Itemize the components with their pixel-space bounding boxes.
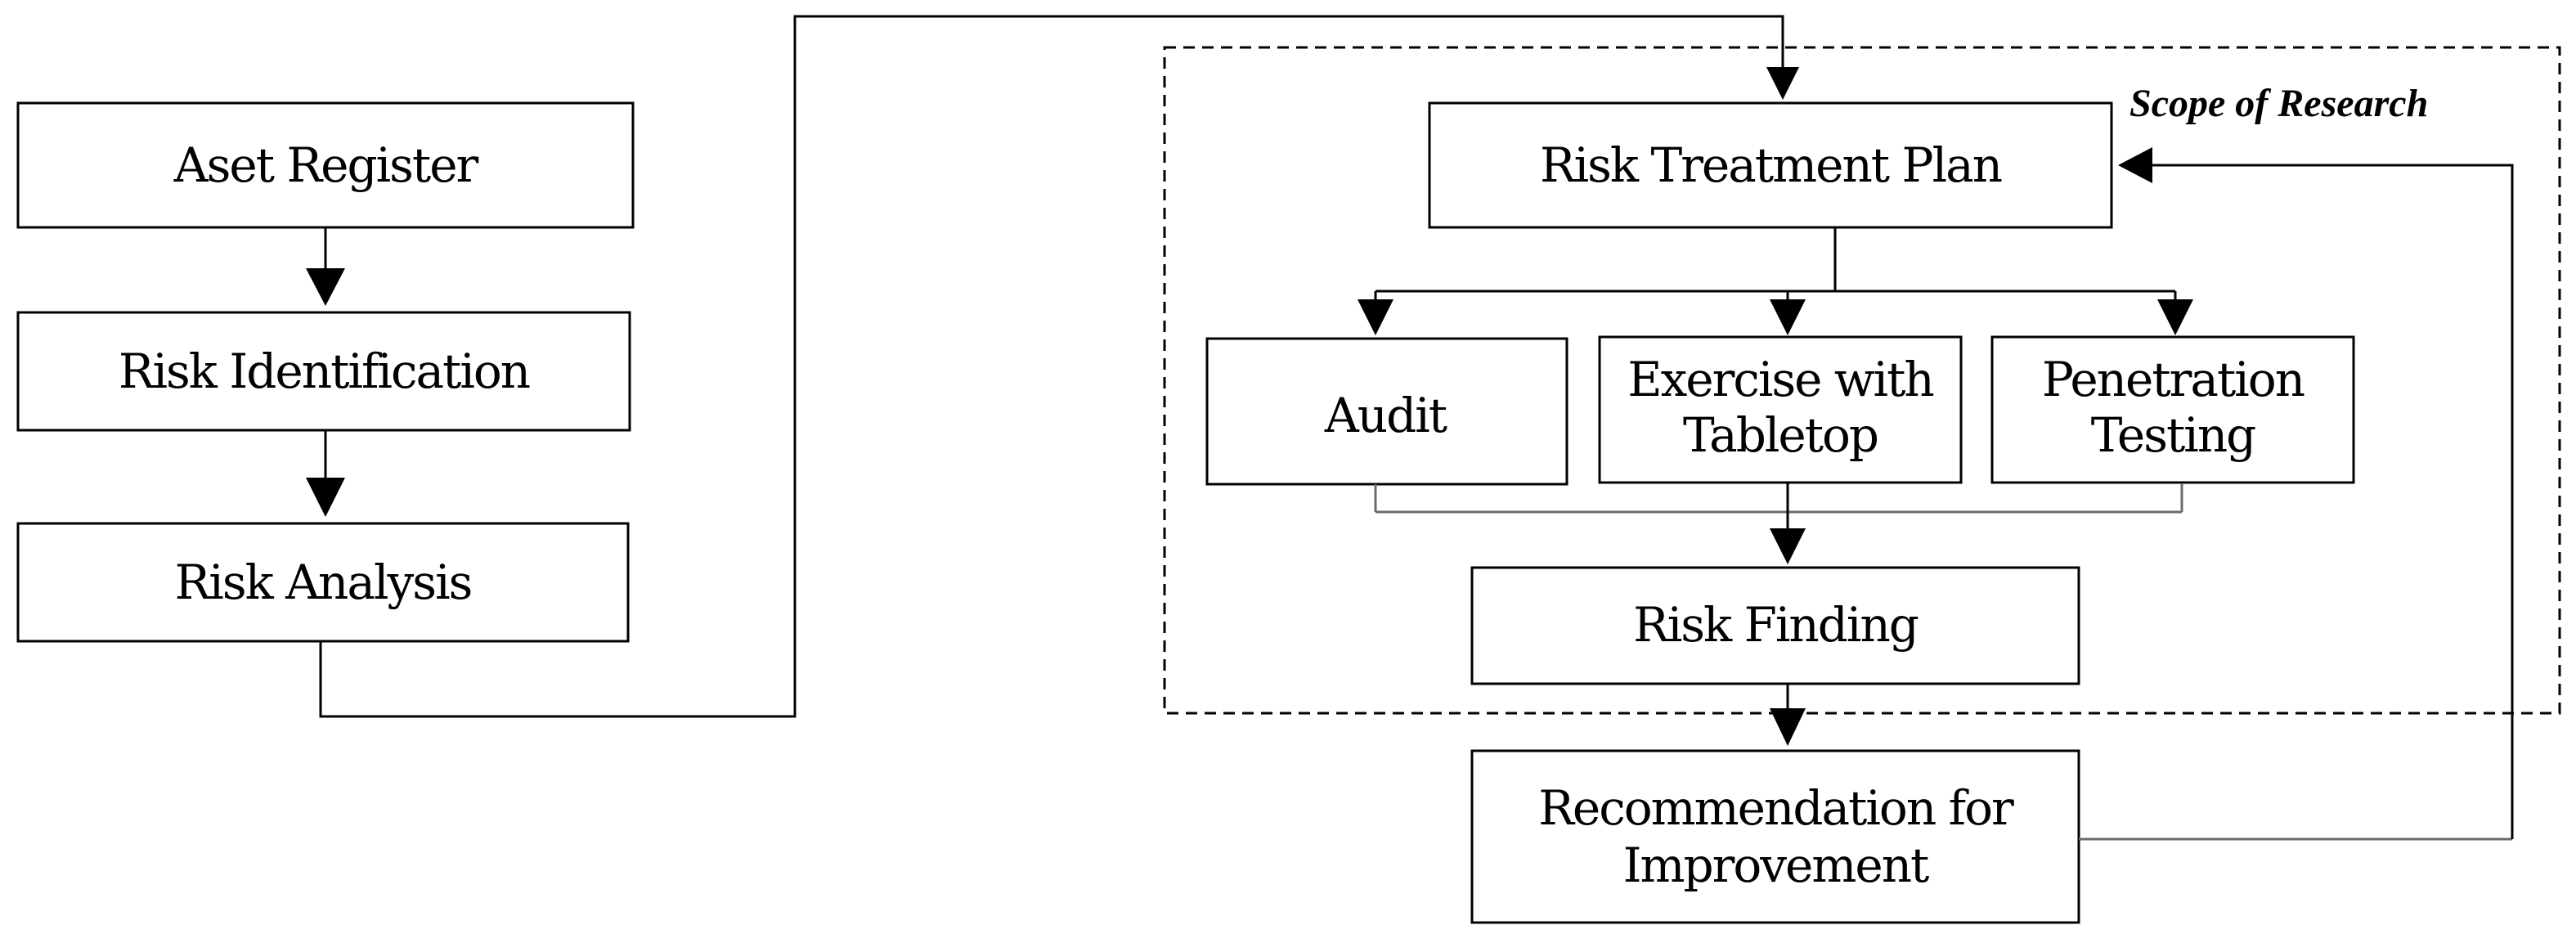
recommendation-node: Recommendation for Improvement — [1470, 749, 2080, 924]
penetration-testing-node: Penetration Testing — [1990, 335, 2355, 484]
arrow-finding-to-recommendation — [1770, 684, 1806, 746]
asset-register-node: Aset Register — [16, 101, 635, 229]
risk-treatment-plan-node: Risk Treatment Plan — [1428, 101, 2113, 229]
risk-analysis-label: Risk Analysis — [175, 555, 472, 610]
risk-finding-label: Risk Finding — [1633, 597, 1919, 653]
penetration-testing-label-line1: Penetration — [2042, 352, 2304, 407]
risk-identification-label: Risk Identification — [119, 344, 530, 399]
exercise-with-tabletop-node: Exercise with Tabletop — [1598, 335, 1963, 484]
connector-activities-merge — [1374, 483, 2183, 564]
connector-analysis-to-treatment-plan — [319, 15, 1799, 718]
connector-treatment-plan-split — [1358, 227, 2193, 335]
risk-treatment-plan-label: Risk Treatment Plan — [1540, 137, 2002, 193]
exercise-with-tabletop-label-line1: Exercise with — [1627, 352, 1933, 407]
risk-finding-node: Risk Finding — [1470, 566, 2080, 685]
feedback-loop-connector — [2079, 147, 2514, 841]
arrow-asset-to-identification — [306, 227, 345, 306]
asset-register-label: Aset Register — [173, 137, 479, 193]
audit-node: Audit — [1205, 337, 1568, 486]
scope-of-research-boundary — [1163, 46, 2561, 715]
penetration-testing-label-line2: Testing — [2091, 407, 2255, 463]
scope-of-research-label: Scope of Research — [2129, 82, 2428, 125]
audit-label: Audit — [1324, 388, 1447, 443]
exercise-with-tabletop-label-line2: Tabletop — [1683, 407, 1878, 463]
arrow-identification-to-analysis — [306, 430, 345, 517]
recommendation-label-line1: Recommendation for — [1538, 780, 2014, 836]
recommendation-label-line2: Improvement — [1623, 837, 1929, 893]
risk-identification-node: Risk Identification — [16, 311, 631, 432]
risk-analysis-node: Risk Analysis — [16, 522, 630, 643]
